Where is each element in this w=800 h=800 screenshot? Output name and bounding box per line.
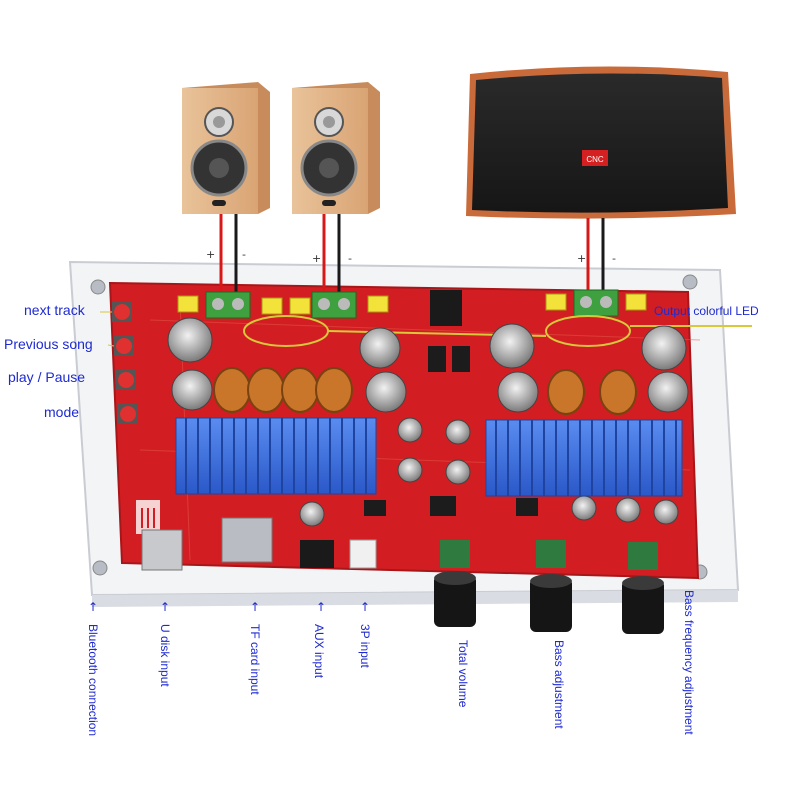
- polarity-minus-label: -: [612, 252, 616, 265]
- heatsink-left: [175, 417, 377, 495]
- label-udisk: U disk input: [158, 624, 172, 687]
- label-bluetooth: Bluetooth connection: [86, 624, 100, 737]
- volume-knob[interactable]: [434, 540, 476, 627]
- bass-knob[interactable]: [530, 540, 572, 632]
- label-mode: mode: [44, 404, 80, 420]
- screw-icon: [90, 279, 106, 295]
- label-output-led: Output colorful LED: [654, 304, 759, 318]
- up-arrow-icon: ↑: [250, 600, 261, 614]
- label-total-volume: Total volume: [456, 640, 470, 708]
- up-arrow-icon: ↑: [316, 600, 327, 614]
- subwoofer-speaker: CNC: [466, 66, 736, 219]
- bottom-connectors: [136, 500, 377, 571]
- up-arrow-icon: ↑: [360, 600, 371, 614]
- inductor-coils: [213, 367, 637, 415]
- polarity-marks: + - + - + -: [206, 248, 616, 265]
- label-previous-song: Previous song: [4, 336, 93, 352]
- label-play-pause: play / Pause: [8, 369, 86, 385]
- label-3p: 3P input: [358, 624, 372, 668]
- speaker-terminals: [205, 289, 619, 319]
- screw-icon: [682, 274, 698, 290]
- aux-jack[interactable]: [300, 540, 334, 568]
- previous-song-button[interactable]: [116, 338, 132, 354]
- label-next-track: next track: [24, 302, 85, 318]
- speaker-wires: [219, 214, 605, 300]
- polarity-minus-label: -: [348, 252, 352, 265]
- label-aux: AUX input: [312, 624, 326, 679]
- mode-button[interactable]: [120, 406, 136, 422]
- polarity-minus-label: -: [242, 248, 246, 261]
- side-buttons: [112, 302, 138, 424]
- speaker-logo-badge: [582, 150, 608, 166]
- screw-icon: [92, 560, 108, 576]
- tf-card-slot[interactable]: [221, 517, 273, 563]
- polarity-plus-label: +: [577, 252, 586, 265]
- label-bass-frequency: Bass frequency adjustment: [682, 590, 696, 735]
- label-leader-lines: [100, 311, 115, 347]
- polarity-plus-label: +: [312, 252, 321, 265]
- dc-power-jack: [430, 290, 462, 326]
- polarity-plus-label: +: [206, 248, 215, 261]
- up-arrow-icon: ↑: [160, 600, 171, 614]
- electrolytic-capacitors: [167, 317, 689, 527]
- speaker-badge-text: CNC: [586, 155, 604, 164]
- film-capacitors: [177, 293, 647, 315]
- heatsink-right: [485, 419, 683, 497]
- play-pause-button[interactable]: [118, 372, 134, 388]
- bass-frequency-knob[interactable]: [622, 542, 664, 634]
- ic-chips: [364, 346, 538, 516]
- bookshelf-speaker-left: [182, 82, 270, 214]
- bookshelf-speaker-right: [292, 82, 380, 214]
- usb-port[interactable]: [141, 529, 183, 571]
- up-arrow-icon: ↑: [88, 600, 99, 614]
- three-pin-connector[interactable]: [349, 539, 377, 569]
- label-tfcard: TF card input: [248, 624, 262, 695]
- label-bass-adjustment: Bass adjustment: [552, 640, 566, 729]
- next-track-button[interactable]: [114, 304, 130, 320]
